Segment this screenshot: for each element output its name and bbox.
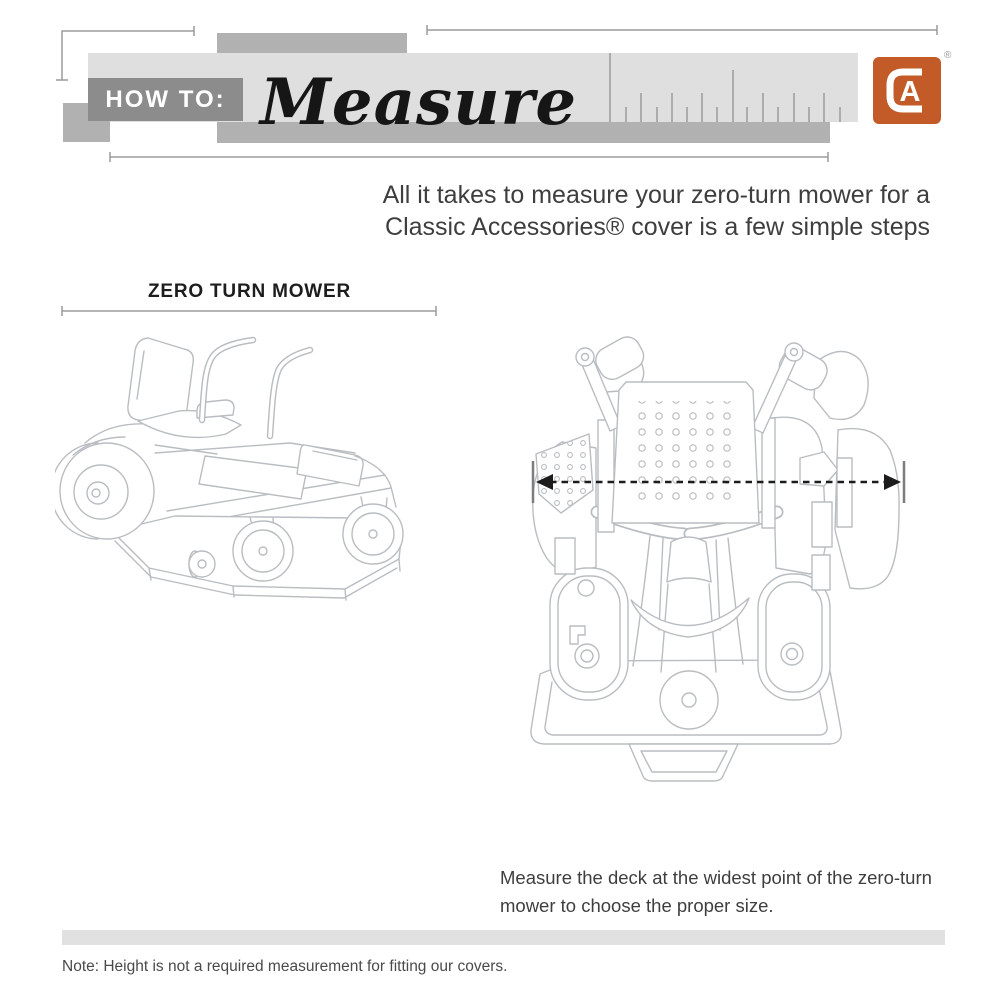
rear-wheel-left-top bbox=[549, 567, 629, 701]
footrest-left bbox=[535, 433, 594, 514]
lap-bar-right bbox=[266, 346, 314, 440]
armrest bbox=[196, 399, 235, 419]
ruler-ticks bbox=[609, 53, 841, 122]
right-latch bbox=[799, 451, 839, 487]
logo-letter-c bbox=[886, 68, 922, 113]
deck-width-arrow bbox=[531, 461, 906, 503]
header-bracket-lines bbox=[56, 25, 938, 162]
registered-trademark: ® bbox=[944, 50, 952, 61]
rear-wheel-right-top bbox=[757, 573, 831, 701]
logo-letter-a: A bbox=[900, 76, 921, 108]
right-fender bbox=[771, 416, 827, 575]
engine-box-line bbox=[312, 450, 358, 461]
side-rail-left bbox=[597, 419, 615, 533]
rear-wheel bbox=[55, 442, 155, 540]
header-block-top bbox=[217, 33, 407, 56]
zero-turn-mower-top-view-drawing bbox=[530, 336, 906, 782]
deck-bolt-right-inner bbox=[785, 647, 799, 661]
section-label: ZERO TURN MOWER bbox=[147, 281, 352, 302]
bumper-bowl bbox=[630, 597, 750, 638]
section-underline bbox=[61, 306, 437, 316]
zero-turn-mower-perspective-drawing bbox=[55, 336, 404, 601]
deck-bolt-left-inner bbox=[580, 649, 594, 663]
header-ruler-graphic bbox=[56, 25, 938, 162]
seat-cushion bbox=[137, 409, 242, 439]
front-caster-center bbox=[232, 516, 294, 582]
footer-divider-bar bbox=[62, 930, 945, 945]
deck-skirt-ribs bbox=[148, 558, 401, 601]
page-title: Measure bbox=[260, 65, 578, 140]
small-bolt bbox=[577, 579, 595, 597]
left-bracket-plate bbox=[554, 537, 576, 575]
chute-handle bbox=[836, 457, 853, 528]
caption-line-2: mower to choose the proper size. bbox=[500, 895, 774, 916]
footplate bbox=[198, 455, 308, 500]
control-lever-right bbox=[751, 342, 828, 434]
side-rail-right bbox=[761, 417, 776, 529]
seat-crease bbox=[136, 350, 145, 400]
brand-logo: A bbox=[873, 57, 941, 124]
right-plate-1 bbox=[811, 501, 833, 548]
engine-box bbox=[296, 444, 364, 487]
front-caster-right bbox=[342, 496, 404, 565]
deck-bolt-left bbox=[574, 643, 600, 669]
intro-line-2: Classic Accessories® cover is a few simp… bbox=[385, 213, 930, 241]
caption-line-1: Measure the deck at the widest point of … bbox=[500, 867, 932, 888]
lap-bar-left-fill bbox=[200, 338, 255, 422]
body-mid-line bbox=[154, 442, 356, 454]
right-body-edge bbox=[354, 455, 397, 508]
seat-rail bbox=[154, 444, 218, 455]
anti-scalp-roller bbox=[188, 550, 216, 578]
intro-text: All it takes to measure your zero-turn m… bbox=[383, 179, 930, 243]
right-plate-2 bbox=[811, 554, 831, 591]
left-step-bracket bbox=[569, 625, 586, 645]
header-block-under bbox=[217, 122, 830, 143]
fender-line bbox=[72, 436, 126, 456]
measure-caption: Measure the deck at the widest point of … bbox=[500, 864, 932, 920]
footer-note: Note: Height is not a required measureme… bbox=[62, 958, 508, 975]
eyebrow-label: HOW TO: bbox=[105, 86, 226, 113]
engine-pulley-hub bbox=[681, 692, 697, 708]
eyebrow-box bbox=[88, 78, 243, 121]
seat-top-view bbox=[611, 381, 760, 524]
lap-bar-right-fill bbox=[268, 348, 312, 438]
control-lever-left bbox=[575, 336, 645, 432]
deck-bolt-right bbox=[780, 642, 804, 666]
center-shield bbox=[666, 536, 712, 583]
deck-bottom-edge bbox=[114, 540, 398, 599]
frame-struts bbox=[632, 535, 744, 667]
intro-line-1: All it takes to measure your zero-turn m… bbox=[382, 181, 930, 209]
